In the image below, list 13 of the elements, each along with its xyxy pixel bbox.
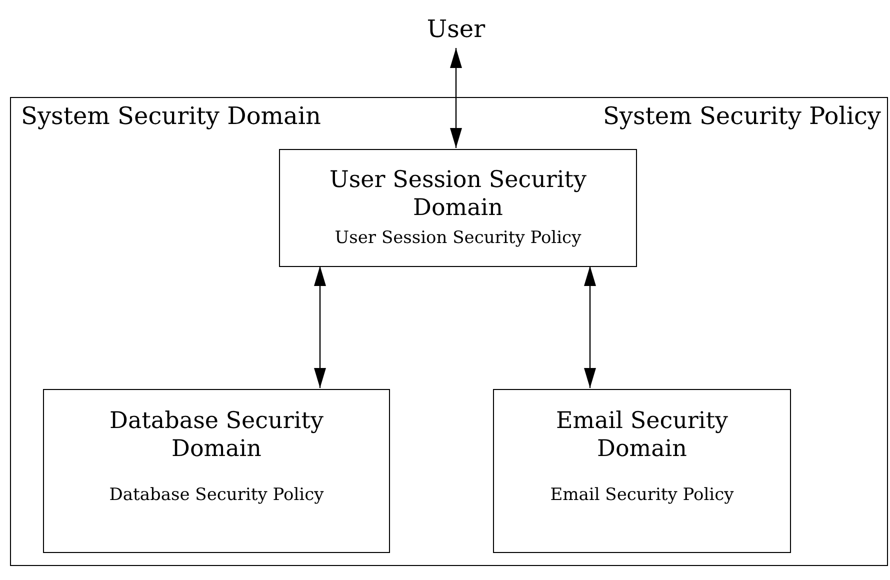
- connector-arrow: [584, 266, 596, 388]
- domain-title: Database Security Domain: [108, 408, 324, 464]
- domain-frame: [10, 97, 888, 566]
- policy-label: Email Security Policy: [550, 485, 734, 506]
- domain-box: [493, 389, 791, 553]
- domain-box: [279, 149, 637, 267]
- domain-title: User Session Security Domain: [328, 167, 588, 222]
- policy-label: User Session Security Policy: [334, 228, 582, 249]
- connector-arrow: [314, 266, 326, 388]
- connector-arrow: [450, 48, 462, 148]
- domain-title: Email Security Domain: [555, 408, 729, 464]
- policy-label: Database Security Policy: [109, 485, 324, 506]
- domain-box: [43, 389, 390, 553]
